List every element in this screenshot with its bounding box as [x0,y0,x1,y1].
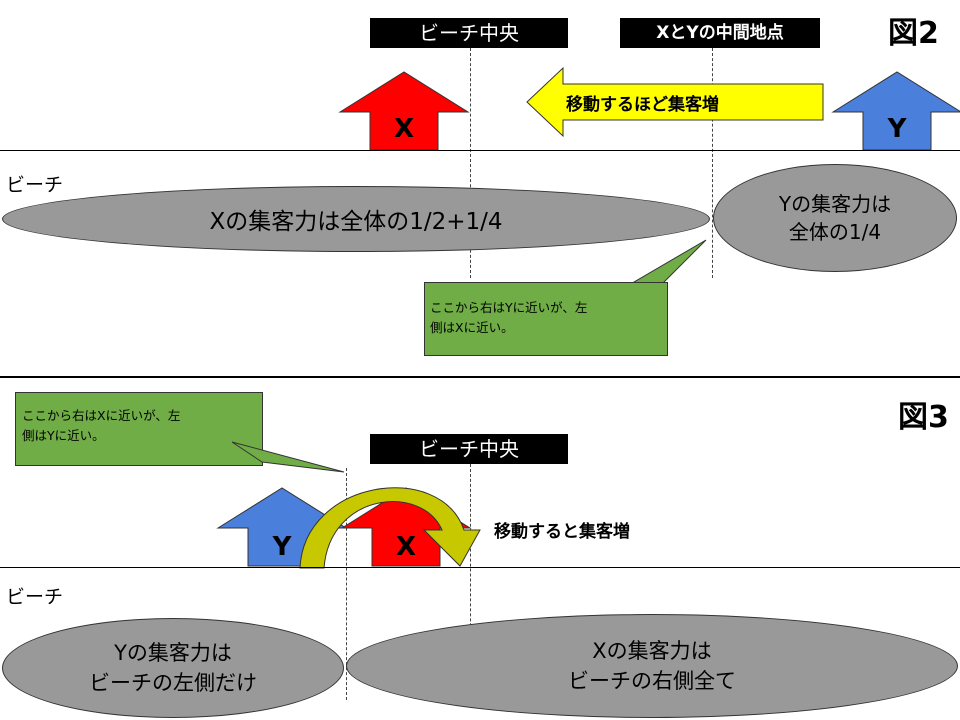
figure2-midpoint-dashline [712,48,713,278]
figure3-callout-text: ここから右はXに近いが、左 側はYに近い。 [22,408,181,443]
figure2-center-label: ビーチ中央 [370,18,568,48]
figure2-center-dashline [470,48,471,278]
figure-separator [0,376,960,378]
figure3-ellipse-x: Xの集客力は ビーチの右側全て [346,614,958,718]
figure2-number: 図2 [888,16,939,51]
figure2-house-y-letter: Y [887,114,907,144]
figure2-house-x-letter: X [393,114,415,144]
figure3-arrow-text: 移動すると集客増 [494,522,630,542]
figure3-callout-pointer [231,441,345,473]
figure3-callout-box [15,392,263,466]
figure2-beach-line [0,150,960,151]
figure2-house-y [831,71,960,151]
figure3-house-y-letter: Y [272,532,292,562]
figure3-beach-line [0,567,960,568]
figure2-arrow-text: 移動するほど集客増 [566,95,719,115]
figure3-beach-label: ビーチ [6,586,64,608]
figure2-beach-label: ビーチ [6,174,64,196]
figure3-center-label: ビーチ中央 [370,434,568,464]
figure3-center-dashline [470,464,471,696]
figure3-number: 図3 [898,400,949,435]
figure2-ellipse-y: Yの集客力は 全体の1/4 [713,164,957,272]
figure2-callout-text: ここから右はYに近いが、左 側はXに近い。 [430,300,588,335]
figure2-callout-box [424,282,668,356]
figure3-ellipse-y: Yの集客力は ビーチの左側だけ [2,618,344,718]
figure2-house-x [338,71,470,151]
figure2-ellipse-x: Xの集客力は全体の1/2+1/4 [2,186,710,252]
figure3-house-x-letter: X [395,532,417,562]
figure3-midpoint-dashline [346,468,347,700]
figure2-left-arrow [526,66,824,138]
figure2-midpoint-label: XとYの中間地点 [620,18,820,48]
figure3-curved-arrow [299,487,481,569]
